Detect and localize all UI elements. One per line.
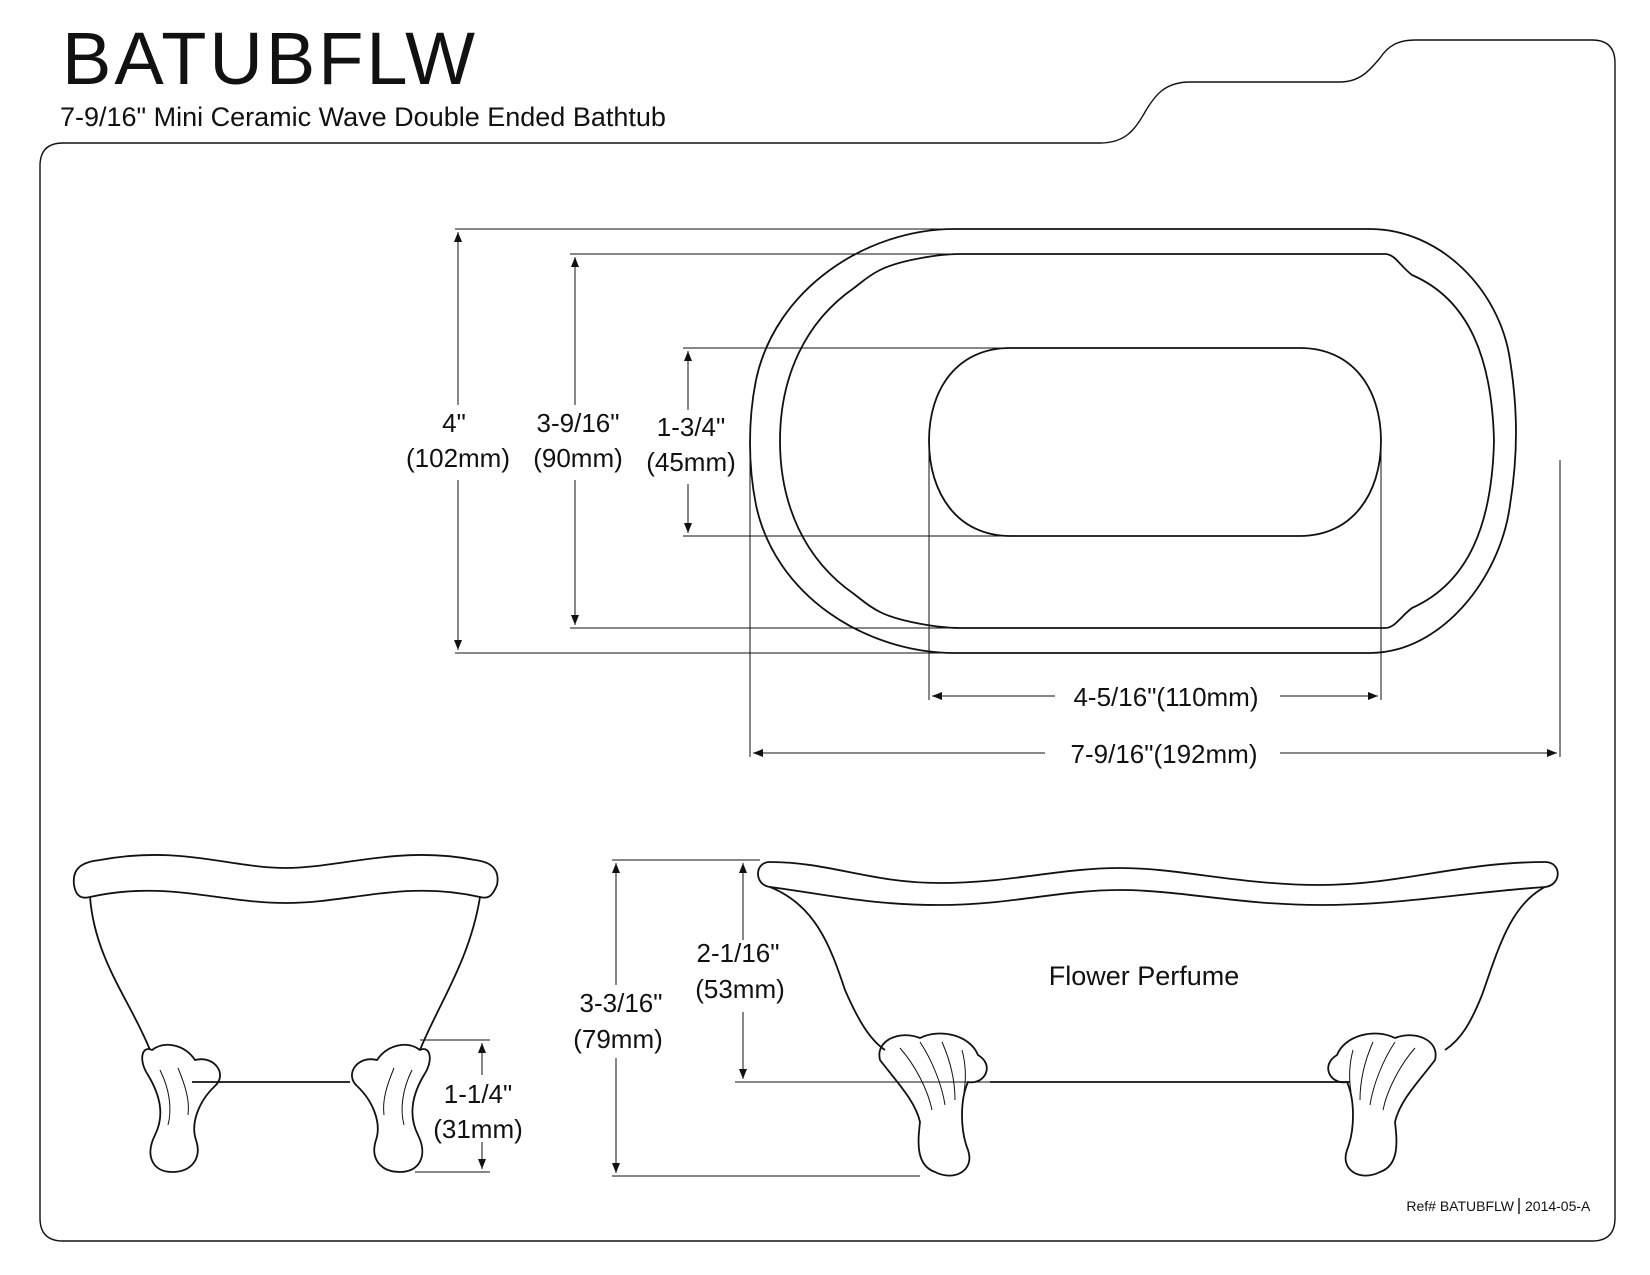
reference-number: Ref# BATUBFLW	[1406, 1198, 1514, 1214]
end-view-rim	[72, 854, 499, 904]
basin-width-mm: (45mm)	[646, 447, 736, 477]
footer-reference: Ref# BATUBFLW 2014-05-A	[1406, 1198, 1591, 1214]
sheet-frame	[39, 39, 1616, 1242]
foot-height-mm: (31mm)	[433, 1114, 523, 1144]
revision-code: 2014-05-A	[1525, 1198, 1591, 1214]
overall-length-label: 7-9/16"(192mm)	[1071, 739, 1258, 769]
foot-height-in: 1-1/4"	[444, 1079, 513, 1109]
side-view-left-foot	[878, 1032, 988, 1177]
top-outer-rim	[749, 228, 1517, 654]
end-view: 1-1/4" (31mm)	[72, 854, 523, 1173]
end-view-left-foot	[141, 1043, 221, 1173]
overall-width-mm: (102mm)	[406, 443, 510, 473]
basin-length-label: 4-5/16"(110mm)	[1073, 682, 1258, 712]
end-view-right-foot	[351, 1043, 431, 1173]
top-inner-rim	[779, 253, 1495, 629]
finish-label: Flower Perfume	[1049, 961, 1240, 991]
inner-width-in: 3-9/16"	[537, 408, 620, 438]
side-view-right-foot	[1327, 1032, 1437, 1177]
overall-height-in: 3-3/16"	[580, 988, 663, 1018]
overall-width-in: 4"	[442, 408, 466, 438]
body-height-in: 2-1/16"	[697, 938, 780, 968]
top-basin	[928, 347, 1382, 537]
body-height-mm: (53mm)	[695, 974, 785, 1004]
model-title: BATUBFLW	[62, 17, 478, 100]
product-subtitle: 7-9/16" Mini Ceramic Wave Double Ended B…	[60, 102, 666, 132]
side-view: Flower Perfume 3-3/16" (79mm) 2-1/16" (5…	[573, 859, 1559, 1177]
overall-height-mm: (79mm)	[573, 1024, 663, 1054]
top-view: 4" (102mm) 3-9/16" (90mm) 1-3/4" (45mm) …	[406, 228, 1561, 769]
basin-width-in: 1-3/4"	[657, 412, 726, 442]
inner-width-mm: (90mm)	[533, 443, 623, 473]
side-view-rim	[757, 861, 1559, 906]
